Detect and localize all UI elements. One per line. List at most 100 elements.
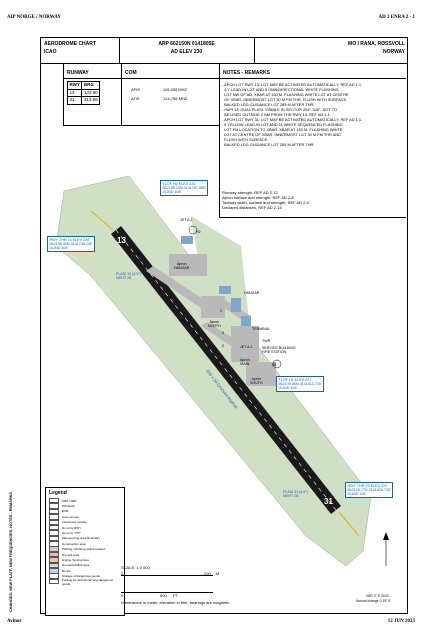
notes-heading: NOTES - REMARKS xyxy=(223,70,270,76)
chart-title: AERODROME CHART xyxy=(44,41,96,47)
runway-heading: RUNWAY xyxy=(67,70,89,76)
approach-lights-13 xyxy=(90,210,114,231)
legend-label: No entry TWY xyxy=(62,531,81,536)
hangar-label: HANGAR xyxy=(244,291,260,295)
legend-item: Windsock xyxy=(49,503,121,509)
legend-item: De-Ice xyxy=(49,568,121,574)
taxiway-1-label: 1 xyxy=(220,309,222,313)
legend-swatch xyxy=(49,535,59,542)
legend-swatch xyxy=(49,519,59,526)
note-line: - APCH LGT RWY 31: LGT MAY BE ACTIVATED … xyxy=(222,117,363,122)
heliport-h1-label: H1 xyxy=(272,363,277,367)
plasi-31-label: PLASI 31 (4.5°) MEHT 28 xyxy=(283,490,309,498)
legend-swatch xyxy=(49,541,59,547)
rwy-13-marking: 13 xyxy=(117,236,126,245)
legend-item: Anemometer xyxy=(49,514,121,520)
heliport-h2-label: H2 xyxy=(196,230,201,234)
fuel-label-main: JET A-1 xyxy=(240,345,253,349)
chart-subtitle: ICAO xyxy=(44,49,57,55)
legend-label: Parking / blocking stand marked xyxy=(62,547,105,552)
strength-references: Runway strength, REF AD 2.12 Apron surfa… xyxy=(222,190,309,210)
rwy-col-header: RWY xyxy=(66,81,83,90)
com-frequency: 124.755 MHZ xyxy=(163,96,188,101)
arp-coordinate: ARP 662150N 0141805E xyxy=(158,41,215,47)
legend-label: ARP / ABP xyxy=(62,498,77,503)
legend-item: Parking for aircraft carrying dangerous … xyxy=(49,578,121,586)
note-line: OF XBAR. INNERMOST LGT 30 M FM THR, FLUS… xyxy=(222,97,348,102)
legend-swatch xyxy=(49,524,59,531)
terminal-building xyxy=(231,298,241,312)
annual-change: Annual change 0.15° E xyxy=(356,599,391,603)
legend-label: Dry-drill area xyxy=(62,552,80,557)
legend-item: Instrument runway xyxy=(49,519,121,526)
page-footer-right: 12 JUN 2025 xyxy=(387,619,415,624)
legend-swatch xyxy=(49,578,59,585)
tower-label: TWR xyxy=(262,339,271,343)
note-line: 5 YELLOW LEAD-IN LGT AND 11 WHITE SEQUEN… xyxy=(222,122,343,127)
note-line: FLUSH WITH SURFACE. xyxy=(222,137,269,142)
scale-bar-meters xyxy=(121,575,213,576)
legend-item: No entry RWY xyxy=(49,524,121,531)
apron-main-label: Apron MAIN xyxy=(240,358,250,366)
aerodrome-name: MO I RANA, RØSSVOLL xyxy=(348,41,405,47)
note-line: - PAPI 13: DUAL PLASI. VISIBLE IN SECTOR… xyxy=(222,107,338,112)
rwy-31-marking: 31 xyxy=(324,497,333,506)
legend-swatch xyxy=(49,557,59,563)
legend-item: Storage of dangerous goods xyxy=(49,573,121,579)
note-line: - APCH LGT RWY 13: LGT MAY BE ACTIVATED … xyxy=(222,82,363,87)
apron-south xyxy=(246,362,276,386)
legend-item: RVR xyxy=(49,508,121,515)
runway-table: RWY BRG 13 133.90 31 313.99 xyxy=(66,81,101,105)
notes-list: - APCH LGT RWY 13: LGT MAY BE ACTIVATED … xyxy=(222,82,362,147)
legend-label: Construction area xyxy=(62,541,86,546)
heliport-h2 xyxy=(188,225,198,235)
magnetic-variation: VAR 3° E 2020 xyxy=(366,594,389,598)
scale-bar-feet xyxy=(121,592,213,593)
legend-item: Manoeuvring Area Boundary xyxy=(49,535,121,542)
note-line: BALKED LDG GUIDANCE LGT 285 M AFTER THR. xyxy=(222,102,315,107)
brg-col-header: BRG xyxy=(81,81,101,90)
legend-swatch xyxy=(49,503,59,509)
legend-swatch xyxy=(49,551,59,558)
taxiway-2-label: 2 xyxy=(222,344,224,348)
apron-south-label: Apron SOUTH xyxy=(250,377,263,385)
apron-hangar xyxy=(169,254,207,276)
ad-elevation: AD ELEV 230 xyxy=(170,49,203,55)
service-building xyxy=(241,316,251,326)
taxiway-3-label: 3 xyxy=(222,331,224,335)
legend-label: Manoeuvring Area Boundary xyxy=(62,536,101,541)
legend-item: Engine Testing Area xyxy=(49,557,121,563)
note-line: BE USED OUTSIDE 2 NM FROM THR RWY 13, RE… xyxy=(222,112,331,117)
legend-swatch xyxy=(49,562,59,569)
plasi-13-label: PLASI 13 (4.5°) MEHT 28 xyxy=(116,272,142,280)
legend-label: Windsock xyxy=(62,504,76,509)
legend-item: Parking / blocking stand marked xyxy=(49,546,121,552)
legend-label: No entry RWY xyxy=(62,525,82,530)
scale-label: SCALE: 1:3 000 xyxy=(121,565,150,570)
taxiway-2 xyxy=(201,322,236,346)
aerodrome-map: 13 31 833 x 30 Grooved Asphalt xyxy=(55,175,389,567)
legend-item: ARP / ABP xyxy=(49,497,121,504)
taxiway-1 xyxy=(146,266,206,308)
legend-label: Engine Testing Area xyxy=(62,557,89,562)
note-line: LGT NW OF AD. XBAR AT 150 M. FLASHING WH… xyxy=(222,92,349,97)
legend-label: Non-accessible area xyxy=(62,563,90,568)
legend-label: Instrument runway xyxy=(62,520,87,525)
legend-label: De-Ice xyxy=(62,568,71,573)
hangar-building xyxy=(219,286,231,294)
legend-item: Construction area xyxy=(49,541,121,547)
legend-title: Legend xyxy=(49,490,67,496)
apron-north-label: Apron NORTH xyxy=(208,320,221,328)
building xyxy=(181,236,193,244)
legend-swatch xyxy=(49,530,59,536)
com-service: AFIS xyxy=(131,87,140,92)
legend-item: No entry TWY xyxy=(49,530,121,536)
note-line: BALKED LDG GUIDANCE LGT 285 M AFTER THR. xyxy=(222,142,315,147)
approach-lights-31 xyxy=(338,511,360,537)
